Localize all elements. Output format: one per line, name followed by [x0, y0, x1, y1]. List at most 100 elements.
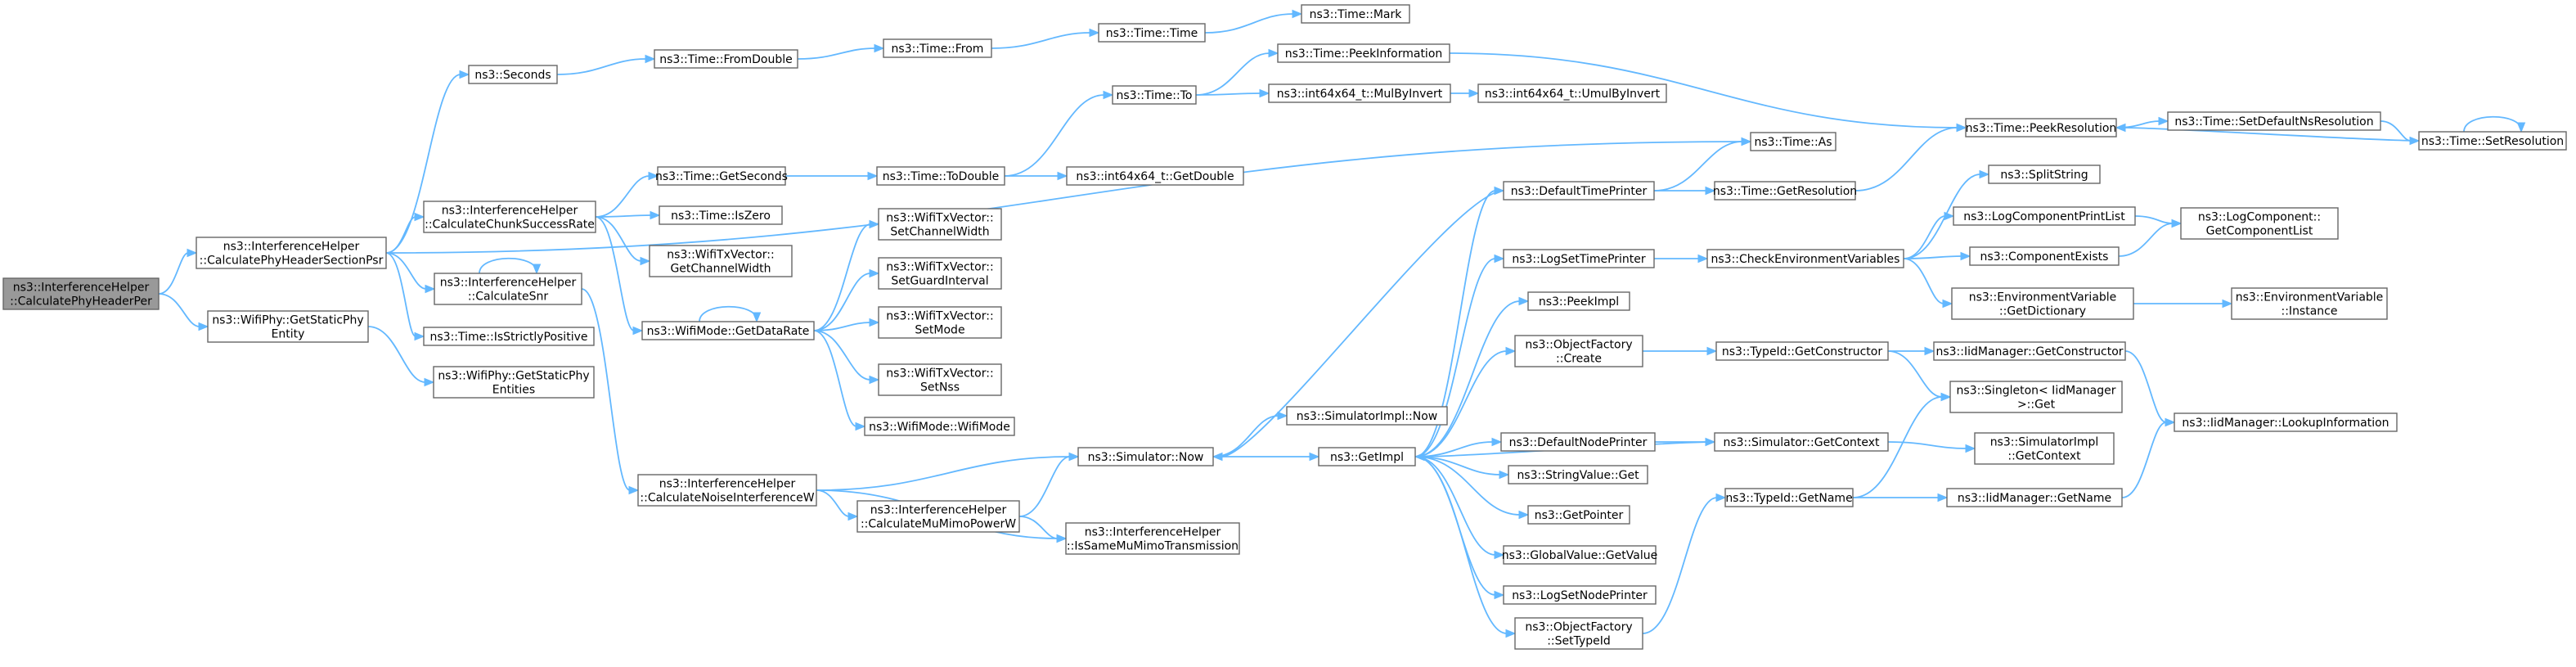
- node-getptr[interactable]: ns3::GetPointer: [1527, 505, 1630, 525]
- node-logsnp[interactable]: ns3::LogSetNodePrinter: [1503, 585, 1657, 605]
- edge-getimpl-to-ofcreate: [1414, 346, 1517, 457]
- edge-todouble-to-to: [1004, 90, 1114, 177]
- node-csnr[interactable]: ns3::InterferenceHelper::CalculateSnr: [434, 273, 582, 305]
- node-ttime[interactable]: ns3::Time::Time: [1098, 23, 1206, 43]
- node-envinst[interactable]: ns3::EnvironmentVariable::Instance: [2231, 287, 2388, 320]
- node-iszero[interactable]: ns3::Time::IsZero: [659, 205, 783, 225]
- node-iidgetname[interactable]: ns3::IidManager::GetName: [1946, 488, 2123, 507]
- node-iidgetctor[interactable]: ns3::IidManager::GetConstructor: [1933, 341, 2126, 361]
- node-getchw[interactable]: ns3::WifiTxVector::GetChannelWidth: [649, 245, 793, 277]
- node-isp[interactable]: ns3::Time::IsStrictlyPositive: [423, 327, 595, 346]
- node-splitstr[interactable]: ns3::SplitString: [1988, 164, 2101, 184]
- node-ofcreate[interactable]: ns3::ObjectFactory::Create: [1514, 335, 1643, 367]
- edge-cmmpw-to-simnow: [1018, 452, 1080, 517]
- node-root[interactable]: ns3::InterferenceHelper::CalculatePhyHea…: [2, 277, 160, 310]
- edge-deftp-to-as: [1653, 137, 1752, 192]
- node-mark[interactable]: ns3::Time::Mark: [1301, 4, 1410, 24]
- node-label: GetComponentList: [2206, 225, 2313, 238]
- edge-todouble-to-getdouble: [1005, 171, 1068, 181]
- node-ofsettid[interactable]: ns3::ObjectFactory::SetTypeId: [1514, 617, 1643, 650]
- edge-cniw-to-simnow: [816, 452, 1080, 491]
- node-setchw[interactable]: ns3::WifiTxVector::SetChannelWidth: [878, 208, 1002, 241]
- node-iidlookup[interactable]: ns3::IidManager::LookupInformation: [2174, 412, 2398, 432]
- node-label: ns3::Time::SetResolution: [2421, 135, 2564, 148]
- edge-simnow-to-simimplnow: [1212, 411, 1288, 457]
- node-setnss[interactable]: ns3::WifiTxVector::SetNss: [878, 363, 1002, 396]
- edge-checkenv-to-compexists: [1903, 251, 1971, 261]
- node-label: ns3::Time::From: [892, 43, 984, 56]
- edge-tidgetname-to-singget: [1852, 392, 1952, 498]
- node-wifimode[interactable]: ns3::WifiMode::WifiMode: [864, 417, 1015, 436]
- edge-ccsr-to-getsec: [595, 171, 659, 218]
- node-label: ns3::WifiMode::WifiMode: [869, 421, 1010, 434]
- node-umulbyinv[interactable]: ns3::int64x64_t::UmulByInvert: [1477, 83, 1667, 103]
- node-label: ns3::InterferenceHelper: [870, 504, 1007, 517]
- node-getdouble[interactable]: ns3::int64x64_t::GetDouble: [1066, 166, 1244, 186]
- node-label: ::CalculateChunkSuccessRate: [425, 219, 595, 232]
- node-logstp[interactable]: ns3::LogSetTimePrinter: [1503, 249, 1655, 268]
- node-label: ns3::Simulator::Now: [1088, 451, 1204, 464]
- node-fromdouble[interactable]: ns3::Time::FromDouble: [654, 49, 798, 69]
- node-label: ns3::Time::Time: [1106, 27, 1198, 40]
- edge-cmmpw-to-issame: [1018, 516, 1068, 543]
- node-defnp[interactable]: ns3::DefaultNodePrinter: [1500, 432, 1656, 452]
- node-label: ns3::WifiTxVector::: [667, 249, 774, 262]
- node-setmode[interactable]: ns3::WifiTxVector::SetMode: [878, 306, 1002, 339]
- node-simnow[interactable]: ns3::Simulator::Now: [1077, 447, 1214, 466]
- node-peekinfo[interactable]: ns3::Time::PeekInformation: [1277, 43, 1450, 63]
- node-seconds[interactable]: ns3::Seconds: [468, 65, 558, 84]
- node-label: ns3::ObjectFactory: [1525, 621, 1632, 634]
- node-checkenv[interactable]: ns3::CheckEnvironmentVariables: [1706, 249, 1904, 268]
- node-setres[interactable]: ns3::Time::SetResolution: [2418, 131, 2567, 151]
- node-to[interactable]: ns3::Time::To: [1112, 85, 1197, 105]
- edge-fromdouble-to-from: [797, 43, 885, 60]
- node-lcgcl[interactable]: ns3::LogComponent::GetComponentList: [2180, 207, 2339, 240]
- node-label: >::Get: [2017, 399, 2056, 412]
- node-setgi[interactable]: ns3::WifiTxVector::SetGuardInterval: [878, 257, 1002, 290]
- edge-ccsr-to-iszero: [595, 210, 661, 220]
- edge-getdr-to-setgi: [813, 268, 880, 331]
- node-setdefns[interactable]: ns3::Time::SetDefaultNsResolution: [2167, 111, 2381, 131]
- edge-getimpl-to-peekimpl: [1414, 296, 1530, 457]
- node-simimplnow[interactable]: ns3::SimulatorImpl::Now: [1286, 406, 1448, 426]
- node-peekres[interactable]: ns3::Time::PeekResolution: [1965, 118, 2117, 137]
- node-strget[interactable]: ns3::StringValue::Get: [1508, 465, 1648, 484]
- node-getctor[interactable]: ns3::TypeId::GetConstructor: [1715, 341, 1889, 361]
- node-peekimpl[interactable]: ns3::PeekImpl: [1527, 291, 1630, 311]
- node-cphsp[interactable]: ns3::InterferenceHelper::CalculatePhyHea…: [196, 237, 387, 269]
- node-as[interactable]: ns3::Time::As: [1750, 132, 1836, 151]
- node-todouble[interactable]: ns3::Time::ToDouble: [876, 166, 1005, 186]
- node-deftp[interactable]: ns3::DefaultTimePrinter: [1503, 181, 1655, 201]
- edge-ccsr-to-getdr: [595, 216, 644, 336]
- node-label: ns3::StringValue::Get: [1517, 469, 1639, 482]
- edge-root-to-wgspe: [158, 293, 209, 331]
- call-edges: [158, 9, 2526, 638]
- node-label: ns3::InterferenceHelper: [223, 241, 360, 254]
- node-singget[interactable]: ns3::Singleton< IidManager>::Get: [1949, 381, 2123, 413]
- node-gvget[interactable]: ns3::GlobalValue::GetValue: [1502, 545, 1657, 565]
- node-label: ns3::CheckEnvironmentVariables: [1711, 253, 1900, 266]
- node-label: ::CalculatePhyHeaderSectionPsr: [200, 255, 384, 268]
- node-simgetctx[interactable]: ns3::Simulator::GetContext: [1714, 432, 1889, 452]
- node-compexists[interactable]: ns3::ComponentExists: [1969, 246, 2120, 266]
- node-getsec[interactable]: ns3::Time::GetSeconds: [655, 166, 788, 186]
- node-getres[interactable]: ns3::Time::GetResolution: [1713, 181, 1857, 201]
- node-label: SetNss: [920, 381, 960, 394]
- node-envgetdict[interactable]: ns3::EnvironmentVariable::GetDictionary: [1951, 287, 2134, 320]
- node-mulbyinv[interactable]: ns3::int64x64_t::MulByInvert: [1268, 83, 1451, 103]
- node-getimpl[interactable]: ns3::GetImpl: [1318, 447, 1416, 466]
- node-label: ::CalculateNoiseInterferenceW: [640, 492, 814, 505]
- node-ccsr[interactable]: ns3::InterferenceHelper::CalculateChunkS…: [423, 201, 596, 233]
- node-from[interactable]: ns3::Time::From: [883, 38, 992, 58]
- node-cniw[interactable]: ns3::InterferenceHelper::CalculateNoiseI…: [637, 474, 817, 507]
- node-cmmpw[interactable]: ns3::InterferenceHelper::CalculateMuMimo…: [856, 500, 1020, 533]
- node-label: ns3::WifiTxVector::: [886, 367, 993, 381]
- node-lcpl[interactable]: ns3::LogComponentPrintList: [1953, 206, 2136, 226]
- node-issame[interactable]: ns3::InterferenceHelper::IsSameMuMimoTra…: [1065, 522, 1240, 555]
- node-getdr[interactable]: ns3::WifiMode::GetDataRate: [641, 321, 815, 340]
- node-simimplctx[interactable]: ns3::SimulatorImpl::GetContext: [1974, 432, 2115, 465]
- node-tidgetname[interactable]: ns3::TypeId::GetName: [1724, 488, 1854, 507]
